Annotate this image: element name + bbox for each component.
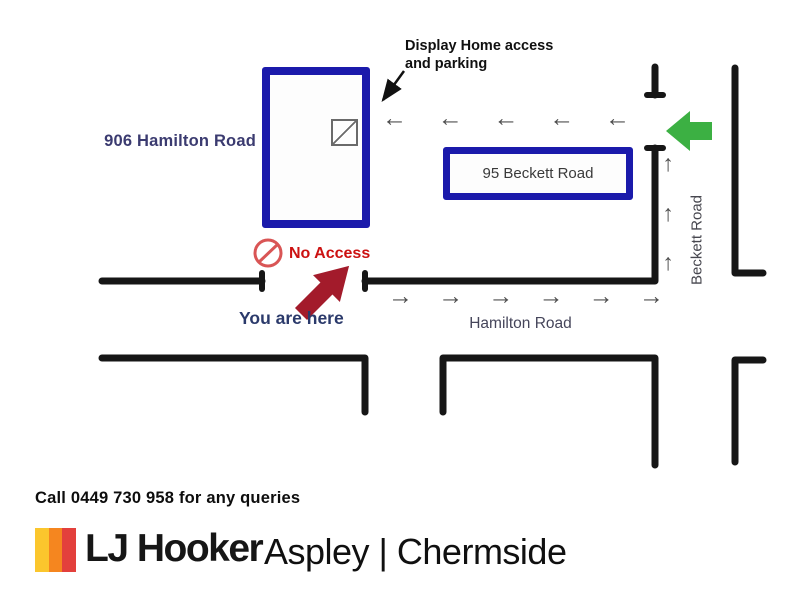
property-906-label: 906 Hamilton Road <box>104 132 256 150</box>
contact-phone-line: Call 0449 730 958 for any queries <box>35 489 301 507</box>
brand-name: LJ Hooker <box>85 527 264 570</box>
you-are-here-label: You are here <box>239 308 344 328</box>
display-home-annotation: Display Home access and parking <box>405 37 595 73</box>
road-lower-left <box>98 354 369 416</box>
no-access-label: No Access <box>289 245 371 262</box>
left-arrow-icon: ← <box>493 104 519 132</box>
display-home-annotation-line1: Display Home access <box>405 38 554 54</box>
road-upper-right <box>731 64 767 277</box>
beckett-road-label: Beckett Road <box>688 194 706 286</box>
right-arrow-icon: → <box>388 282 413 310</box>
lj-hooker-logo-icon <box>35 528 77 572</box>
garage-square-icon <box>331 119 358 146</box>
northbound-arrow-column: ↑ ↑ ↑ <box>654 152 682 274</box>
road-end-caps <box>259 92 666 292</box>
up-arrow-icon: ↑ <box>662 249 674 275</box>
left-arrow-icon: ← <box>382 104 407 132</box>
right-arrow-icon: → <box>438 282 464 310</box>
logo-stripe-orange <box>48 528 63 572</box>
display-home-annotation-line2: and parking <box>405 56 488 73</box>
right-arrow-icon: → <box>588 282 614 310</box>
right-arrow-icon: → <box>538 282 564 310</box>
display-home-pointer-arrow-icon <box>381 70 406 103</box>
you-are-here-arrow-icon <box>294 265 350 321</box>
right-arrow-icon: → <box>488 282 514 310</box>
logo-stripe-yellow <box>35 528 49 572</box>
road-lower-middle <box>439 354 659 469</box>
building-906-hamilton <box>262 67 370 228</box>
left-arrow-icon: ← <box>549 104 575 132</box>
left-arrow-icon: ← <box>605 104 630 132</box>
office-names: Aspley | Chermside <box>264 531 567 572</box>
westbound-arrow-row: ← ← ← ← ← <box>382 106 630 131</box>
up-arrow-icon: ↑ <box>662 150 674 176</box>
no-entry-icon <box>253 238 283 268</box>
left-arrow-icon: ← <box>437 104 463 132</box>
eastbound-arrow-row: → → → → → → <box>388 284 664 309</box>
building-95-beckett: 95 Beckett Road <box>443 147 633 200</box>
up-arrow-icon: ↑ <box>662 199 674 226</box>
building-95-label: 95 Beckett Road <box>482 165 594 182</box>
green-entry-arrow-icon <box>666 111 712 151</box>
roads <box>98 63 767 469</box>
road-hamilton-east-and-beckett <box>361 144 659 285</box>
road-lower-right <box>731 356 767 466</box>
logo-stripe-red <box>62 528 77 572</box>
right-arrow-icon: → <box>638 282 664 310</box>
hamilton-road-label: Hamilton Road <box>469 315 572 332</box>
